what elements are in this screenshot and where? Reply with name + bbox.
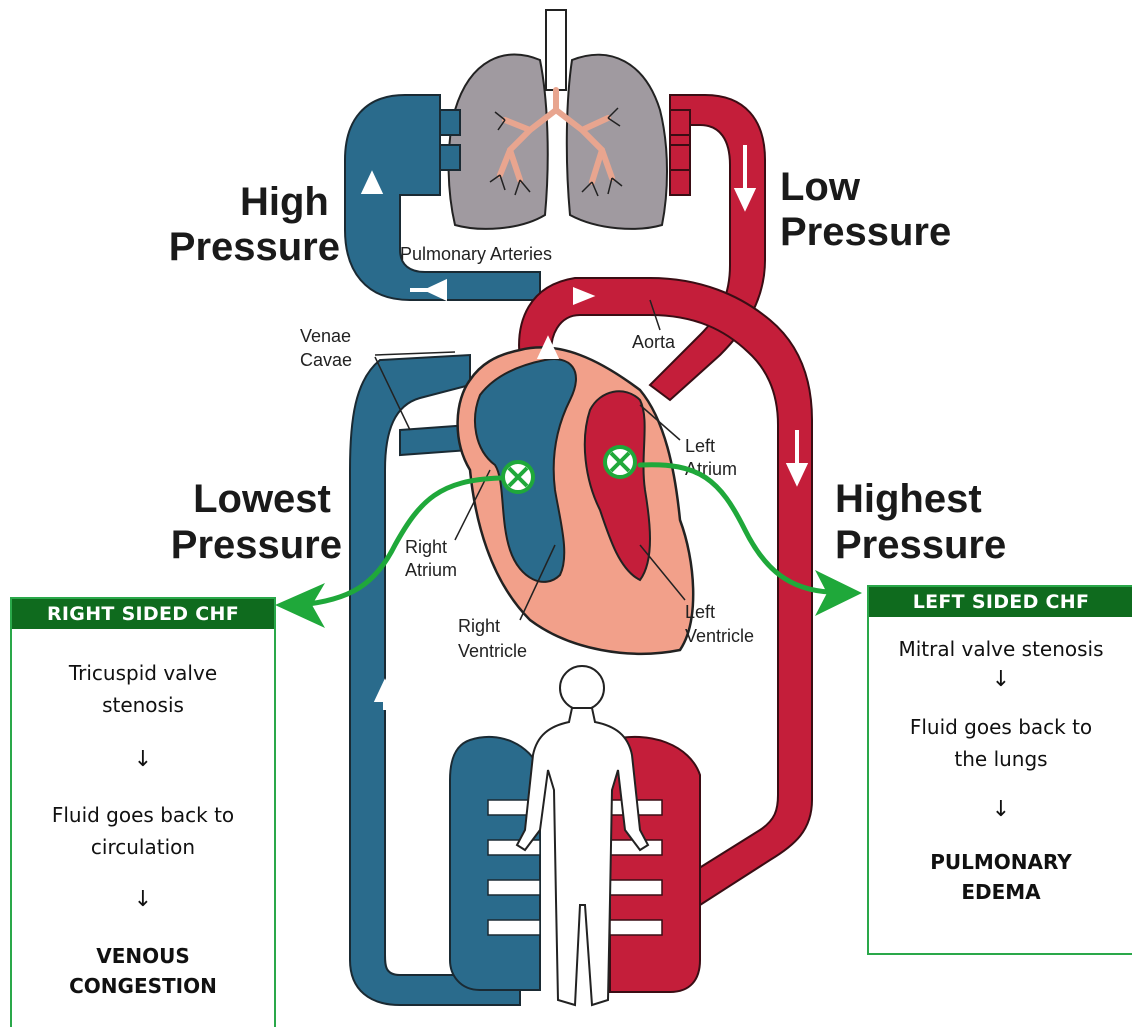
down-arrow-icon: ↓ xyxy=(875,795,1127,825)
left-chf-result-1: PULMONARY xyxy=(875,847,1127,877)
heart xyxy=(458,347,694,653)
right-chf-title: RIGHT SIDED CHF xyxy=(12,599,274,629)
lower-venous-bed xyxy=(450,737,540,990)
low-pressure-label: Low Pressure xyxy=(780,165,951,254)
lungs xyxy=(449,10,667,229)
pulmonary-vein xyxy=(650,95,765,400)
right-chf-cause-1: Tricuspid valve xyxy=(18,657,268,689)
right-chf-result-1: VENOUS xyxy=(18,941,268,971)
down-arrow-icon: ↓ xyxy=(875,665,1127,695)
right-sided-chf-box: RIGHT SIDED CHF Tricuspid valve stenosis… xyxy=(10,597,276,1027)
right-lung xyxy=(567,55,667,229)
venae-cavae-label: Venae Cavae xyxy=(300,326,356,370)
down-arrow-icon: ↓ xyxy=(18,745,268,775)
right-atrium-label: Right Atrium xyxy=(405,537,457,580)
left-lung xyxy=(449,54,548,228)
right-chf-arrowhead xyxy=(275,583,325,628)
left-chf-effect-2: the lungs xyxy=(875,743,1127,775)
aorta-label: Aorta xyxy=(632,332,676,352)
right-ventricle-label: Right Ventricle xyxy=(458,616,527,661)
highest-pressure-label: Highest Pressure xyxy=(835,477,1006,567)
left-chf-title: LEFT SIDED CHF xyxy=(869,587,1132,617)
left-sided-chf-box: LEFT SIDED CHF Mitral valve stenosis ↓ F… xyxy=(867,585,1132,955)
left-ventricle-label: Left Ventricle xyxy=(685,602,754,646)
trachea xyxy=(546,10,566,90)
right-chf-effect-1: Fluid goes back to xyxy=(18,799,268,831)
left-chf-effect-1: Fluid goes back to xyxy=(875,711,1127,743)
left-chf-result-2: EDEMA xyxy=(875,877,1127,907)
pulmonary-arteries-label: Pulmonary Arteries xyxy=(400,244,552,264)
lowest-pressure-label: Lowest Pressure xyxy=(171,477,342,567)
blocked-valve-icon xyxy=(605,447,635,477)
down-arrow-icon: ↓ xyxy=(18,885,268,915)
right-chf-result-2: CONGESTION xyxy=(18,971,268,1001)
high-pressure-label: High Pressure xyxy=(169,180,340,269)
blocked-valve-icon xyxy=(503,462,533,492)
right-chf-effect-2: circulation xyxy=(18,831,268,863)
left-chf-cause: Mitral valve stenosis xyxy=(875,633,1127,665)
right-chf-cause-2: stenosis xyxy=(18,689,268,721)
